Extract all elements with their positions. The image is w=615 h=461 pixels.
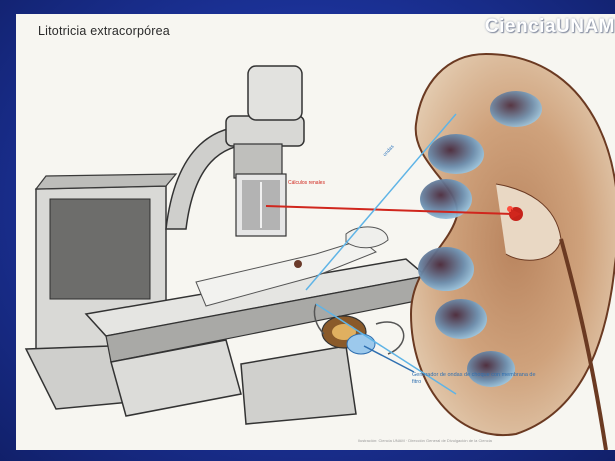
brand-logo: CienciaUNAM [485, 16, 615, 38]
generator-pointer-line [364, 346, 414, 372]
illustration-panel: Litotricia extracorpórea CienciaUNAM Cál… [16, 14, 615, 450]
label-shockwave-generator: Generador de ondas de choque con membran… [412, 372, 542, 386]
image-credit: Ilustración: Ciencia UNAM · Dirección Ge… [358, 438, 492, 443]
label-kidney-stones: Cálculos renales [288, 180, 325, 186]
kidney-cross-section [411, 54, 615, 450]
lithotripter-machine [26, 66, 426, 424]
diagram-title: Litotricia extracorpórea [38, 24, 170, 38]
